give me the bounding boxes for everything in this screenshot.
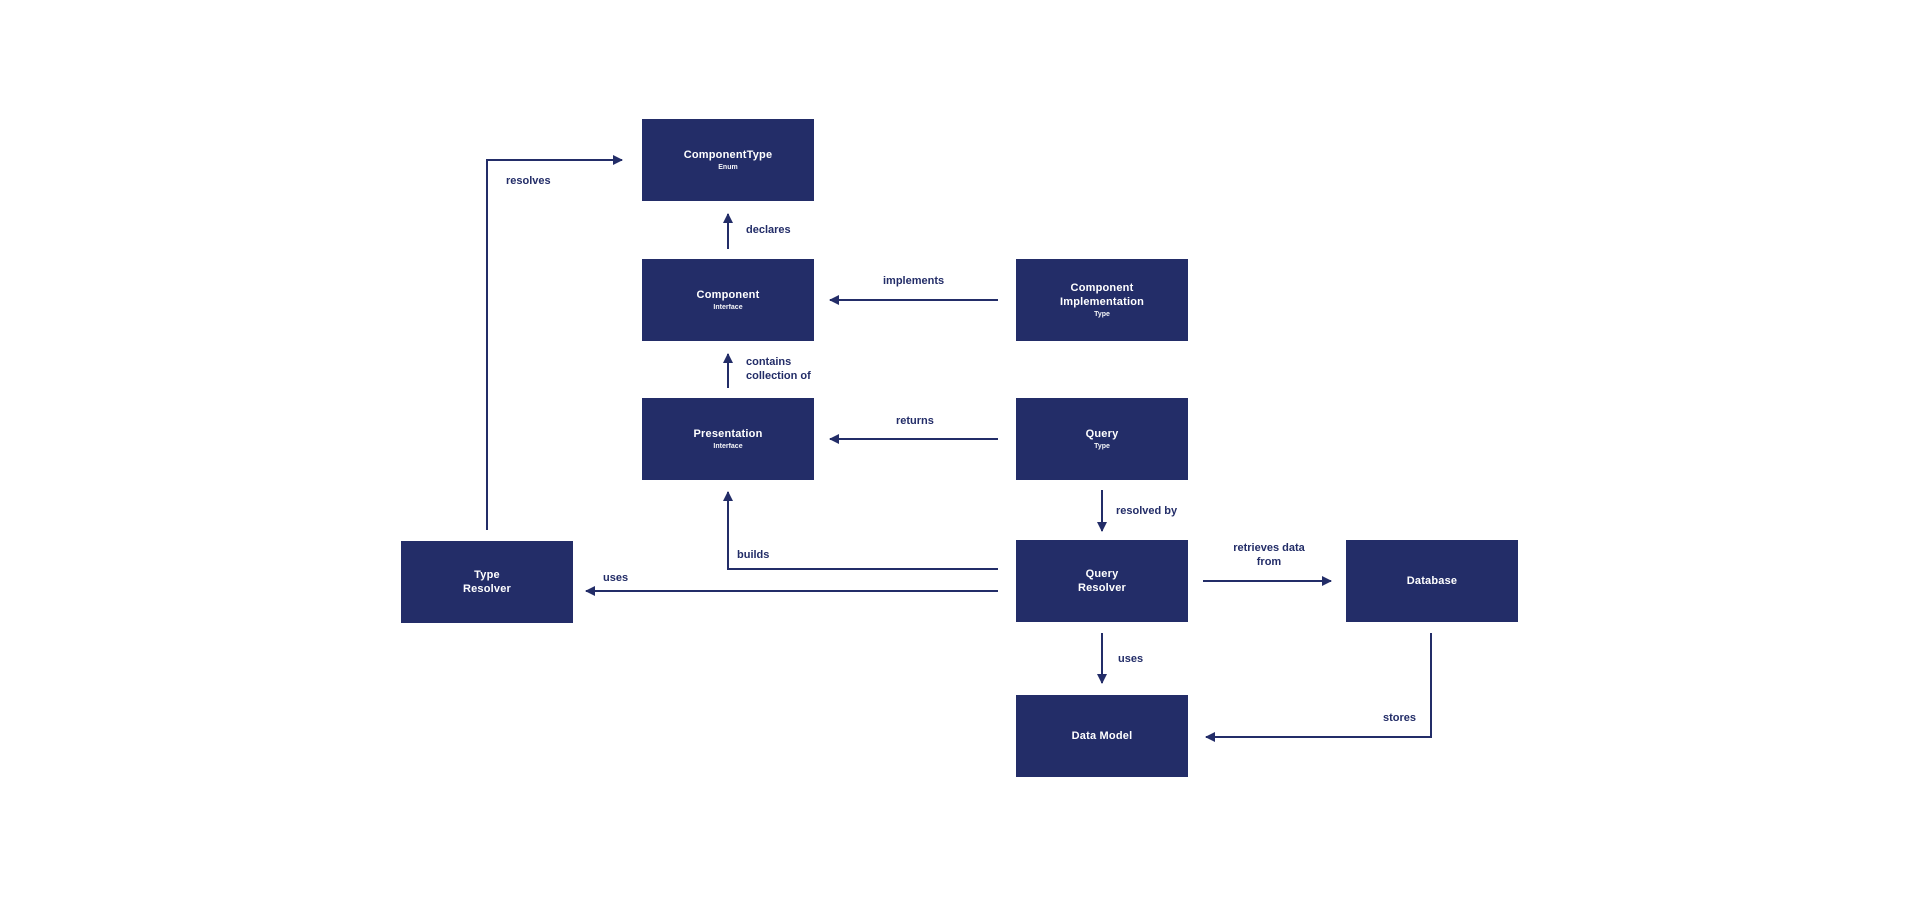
node-component-type: ComponentType Enum: [642, 119, 814, 201]
node-query: Query Type: [1016, 398, 1188, 480]
edge-label-uses-type-resolver: uses: [603, 572, 629, 584]
edge-label-builds: builds: [737, 549, 770, 561]
node-subtitle: Enum: [718, 163, 738, 171]
node-subtitle: Type: [1094, 310, 1110, 318]
edge-builds: [723, 491, 998, 570]
node-title: Query: [1085, 427, 1119, 440]
node-title: Query Resolver: [1077, 568, 1127, 594]
edge-stores: [1205, 633, 1432, 742]
edge-label-resolves: resolves: [506, 175, 551, 187]
node-component-implementation: Component Implementation Type: [1016, 259, 1188, 341]
node-title: Component: [696, 288, 760, 301]
edge-label-declares: declares: [746, 224, 791, 236]
edge-label-resolved-by: resolved by: [1116, 505, 1178, 517]
edge-resolves: [486, 155, 623, 530]
node-title: Database: [1406, 575, 1458, 587]
node-title: Presentation: [693, 427, 763, 440]
edge-label-implements: implements: [883, 275, 945, 287]
edge-label-uses-data-model: uses: [1118, 653, 1144, 665]
node-type-resolver: Type Resolver: [401, 541, 573, 623]
node-subtitle: Type: [1094, 442, 1110, 450]
node-title: Component Implementation: [1059, 281, 1145, 308]
edge-label-stores: stores: [1383, 712, 1417, 724]
node-title: Data Model: [1071, 730, 1133, 742]
node-title: ComponentType: [683, 148, 773, 161]
node-component: Component Interface: [642, 259, 814, 341]
node-data-model: Data Model: [1016, 695, 1188, 777]
node-subtitle: Interface: [713, 442, 743, 450]
edge-label-returns: returns: [896, 415, 934, 427]
node-presentation: Presentation Interface: [642, 398, 814, 480]
edge-label-contains: contains collection of: [746, 356, 811, 382]
edge-label-retrieves: retrieves data from: [1233, 542, 1305, 568]
node-database: Database: [1346, 540, 1518, 622]
node-title: Type Resolver: [462, 569, 512, 595]
node-query-resolver: Query Resolver: [1016, 540, 1188, 622]
node-subtitle: Interface: [713, 303, 743, 311]
